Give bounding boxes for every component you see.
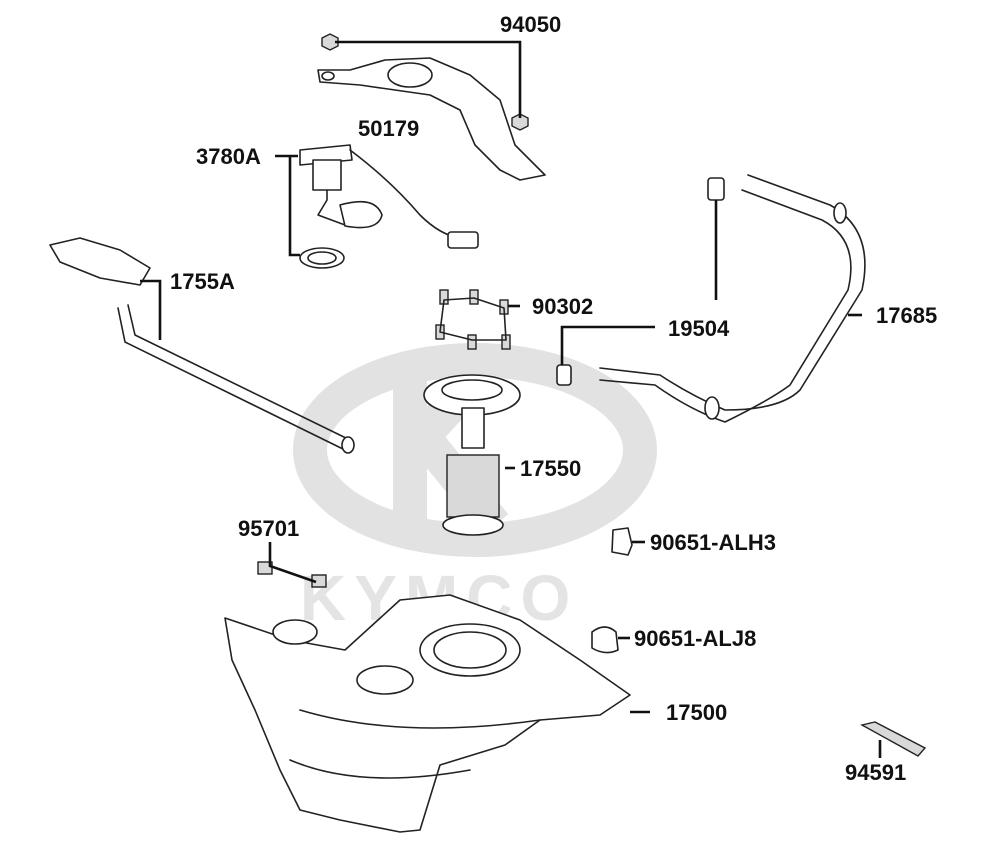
callout-90302: 90302 xyxy=(532,294,593,319)
hose-1755A xyxy=(49,237,355,454)
callout-17685: 17685 xyxy=(876,303,937,328)
callout-95701: 95701 xyxy=(238,516,299,541)
leader-3780A xyxy=(275,154,300,257)
callout-17500: 17500 xyxy=(666,700,727,725)
leader-19504 xyxy=(560,325,655,365)
callout-17550: 17550 xyxy=(520,456,581,481)
bolts-90302 xyxy=(435,289,511,350)
callout-1755A: 1755A xyxy=(170,269,235,294)
callout-90651-ALH3: 90651-ALH3 xyxy=(650,530,776,555)
fuel-pump-17550 xyxy=(423,374,521,536)
leader-1755A xyxy=(140,279,162,340)
clip-90651-ALJ8 xyxy=(591,626,619,654)
callout-19504: 19504 xyxy=(668,316,730,341)
clip-90651-ALH3 xyxy=(611,527,633,556)
fuel-sender-3780A xyxy=(299,144,479,269)
callout-3780A: 3780A xyxy=(196,144,261,169)
hose-17685 xyxy=(599,174,866,423)
leader-94050 xyxy=(335,40,522,118)
bracket-50179 xyxy=(317,57,546,181)
callout-90651-ALJ8: 90651-ALJ8 xyxy=(634,626,756,651)
callout-50179: 50179 xyxy=(358,116,419,141)
callout-94050: 94050 xyxy=(500,12,561,37)
callout-94591: 94591 xyxy=(845,760,906,785)
nut-94050-a xyxy=(321,33,339,51)
leader-95701 xyxy=(268,542,317,584)
clip-19504 xyxy=(556,177,725,386)
fuel-tank-17500 xyxy=(224,594,631,833)
strip-94591 xyxy=(860,721,927,757)
